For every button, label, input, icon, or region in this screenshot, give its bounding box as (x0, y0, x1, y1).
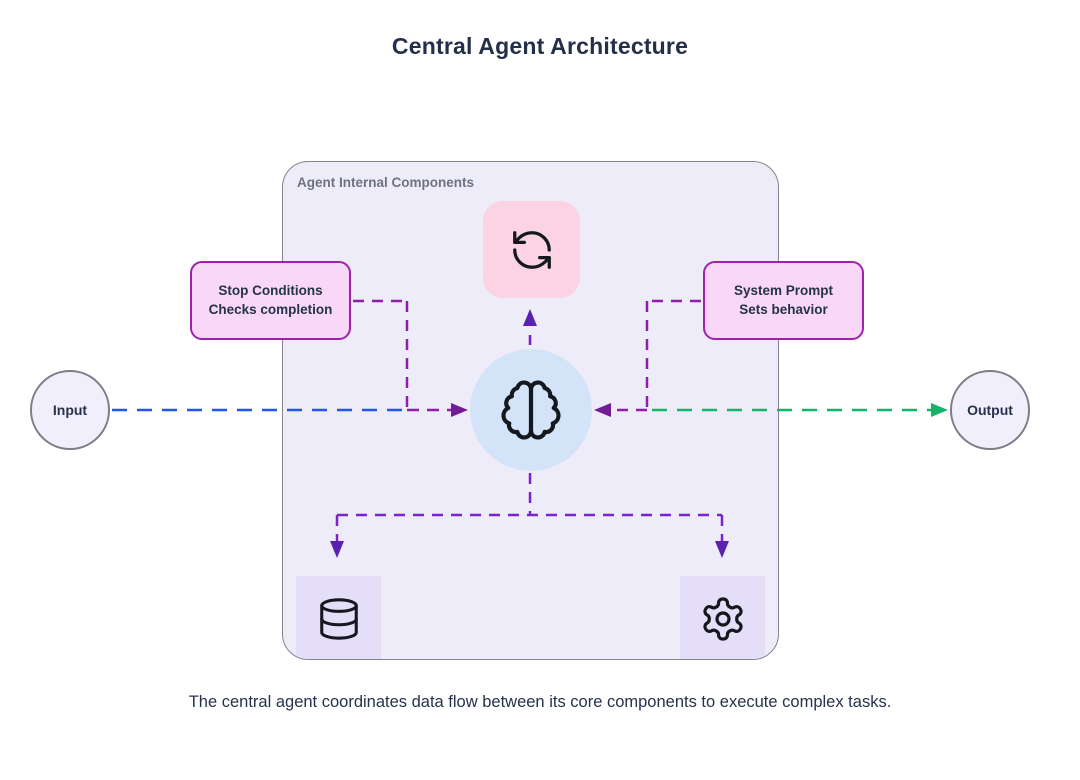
memory-node (296, 576, 381, 659)
brain-node (470, 349, 592, 471)
group-label: Agent Internal Components (297, 175, 475, 190)
stop-conditions-subtitle: Checks completion (208, 301, 333, 317)
brain-icon (501, 380, 561, 440)
stop-conditions-box: Stop Conditions Checks completion (190, 261, 351, 340)
gear-icon (702, 597, 743, 641)
arrowhead-into-output (931, 403, 948, 417)
refresh-ccw-icon (512, 230, 551, 269)
database-icon (319, 598, 358, 640)
input-label: Input (52, 402, 88, 418)
agent-internal-components-group: Agent Internal Components (282, 161, 779, 660)
input-node: Input (30, 370, 110, 450)
tools-node (680, 576, 765, 659)
loop-node (483, 201, 580, 298)
stop-conditions-title: Stop Conditions (218, 283, 323, 299)
output-node: Output (950, 370, 1030, 450)
system-prompt-box: System Prompt Sets behavior (703, 261, 864, 340)
output-label: Output (967, 402, 1013, 418)
system-prompt-subtitle: Sets behavior (739, 301, 828, 317)
system-prompt-title: System Prompt (733, 283, 834, 299)
diagram-caption: The central agent coordinates data flow … (188, 693, 892, 711)
diagram-title: Central Agent Architecture (391, 33, 689, 59)
